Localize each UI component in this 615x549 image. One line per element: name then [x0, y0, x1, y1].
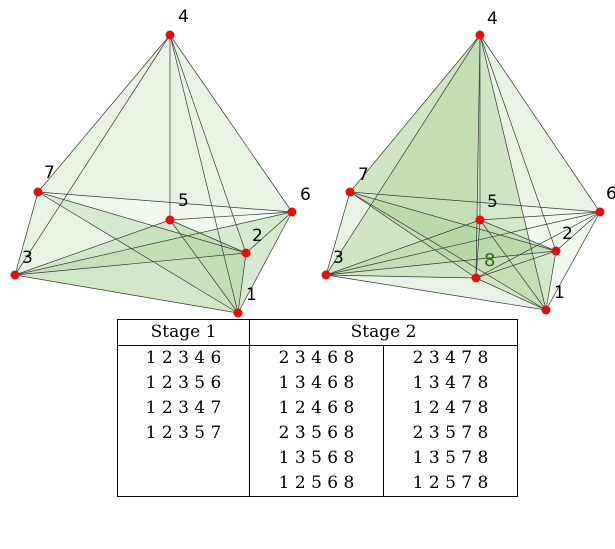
right-vertex-2 [551, 246, 561, 256]
right-label-6: 6 [606, 184, 615, 204]
left-label-1: 1 [246, 285, 257, 305]
header-stage-1: Stage 1 [117, 319, 250, 346]
stage2-right-cell: 1 3 4 7 8 [383, 371, 518, 396]
stage1-cell [117, 471, 250, 497]
left-vertex-6 [287, 207, 297, 217]
right-labels: 4 7 3 1 6 5 2 8 [333, 9, 615, 303]
right-vertex-3 [321, 270, 331, 280]
stage-table: Stage 1 Stage 2 1 2 3 4 6 2 3 4 6 8 2 3 … [117, 319, 518, 497]
stage2-right-cell: 2 3 5 7 8 [383, 421, 518, 446]
left-vertex-1 [233, 308, 243, 318]
right-edges [325, 34, 601, 311]
right-inner-faces [326, 35, 556, 310]
left-label-3: 3 [22, 248, 33, 268]
left-vertices [10, 30, 297, 318]
stage2-left-cell: 2 3 4 6 8 [249, 345, 384, 371]
left-vertex-7 [33, 187, 43, 197]
table-row: 1 2 3 4 7 1 2 4 6 8 1 2 4 7 8 [117, 396, 518, 421]
right-label-2: 2 [562, 224, 573, 244]
stage2-left-cell: 2 3 5 6 8 [249, 421, 384, 446]
right-vertices [321, 30, 605, 315]
right-label-5: 5 [487, 192, 498, 212]
right-label-4: 4 [487, 9, 498, 29]
left-vertex-5 [165, 215, 175, 225]
left-vertex-4 [165, 30, 175, 40]
left-label-7: 7 [44, 163, 55, 183]
stage2-left-cell: 1 2 5 6 8 [249, 471, 384, 497]
left-inner-faces [15, 192, 292, 313]
stage2-right-cell: 1 3 5 7 8 [383, 446, 518, 471]
stage1-cell: 1 2 3 4 6 [117, 345, 250, 371]
left-polytope: 4 7 3 1 6 5 2 [10, 7, 311, 318]
left-label-2: 2 [252, 226, 263, 246]
left-vertex-2 [241, 248, 251, 258]
right-vertex-1 [541, 305, 551, 315]
stage1-cell: 1 2 3 4 7 [117, 396, 250, 421]
right-label-3: 3 [333, 248, 344, 268]
left-labels: 4 7 3 1 6 5 2 [22, 7, 311, 305]
stage1-cell: 1 2 3 5 7 [117, 421, 250, 446]
right-vertex-7 [345, 187, 355, 197]
stage2-left-cell: 1 3 4 6 8 [249, 371, 384, 396]
right-polytope: 4 7 3 1 6 5 2 8 [321, 9, 615, 315]
left-faces [15, 35, 292, 313]
table-row: 1 2 5 6 8 1 2 5 7 8 [117, 471, 518, 497]
stage2-right-cell: 1 2 4 7 8 [383, 396, 518, 421]
stage2-right-cell: 1 2 5 7 8 [383, 471, 518, 497]
left-label-4: 4 [178, 7, 189, 27]
right-label-7: 7 [358, 165, 369, 185]
right-label-8: 8 [484, 250, 495, 271]
right-vertex-6 [595, 207, 605, 217]
right-label-1: 1 [554, 283, 565, 303]
left-vertex-3 [10, 270, 20, 280]
right-vertex-8 [471, 273, 481, 283]
stage1-cell [117, 446, 250, 471]
left-edges [14, 34, 293, 314]
right-vertex-4 [475, 30, 485, 40]
left-label-6: 6 [300, 185, 311, 205]
stage2-left-cell: 1 3 5 6 8 [249, 446, 384, 471]
stage2-right-cell: 2 3 4 7 8 [383, 345, 518, 371]
stage2-left-cell: 1 2 4 6 8 [249, 396, 384, 421]
table-row: 1 2 3 5 7 2 3 5 6 8 2 3 5 7 8 [117, 421, 518, 446]
stage1-cell: 1 2 3 5 6 [117, 371, 250, 396]
table-header-row: Stage 1 Stage 2 [117, 319, 518, 346]
table-row: 1 3 5 6 8 1 3 5 7 8 [117, 446, 518, 471]
header-stage-2: Stage 2 [249, 319, 518, 346]
table-row: 1 2 3 4 6 2 3 4 6 8 2 3 4 7 8 [117, 345, 518, 371]
left-label-5: 5 [178, 191, 189, 211]
table-row: 1 2 3 5 6 1 3 4 6 8 1 3 4 7 8 [117, 371, 518, 396]
polytope-figure: 4 7 3 1 6 5 2 [10, 7, 615, 318]
right-vertex-5 [475, 215, 485, 225]
